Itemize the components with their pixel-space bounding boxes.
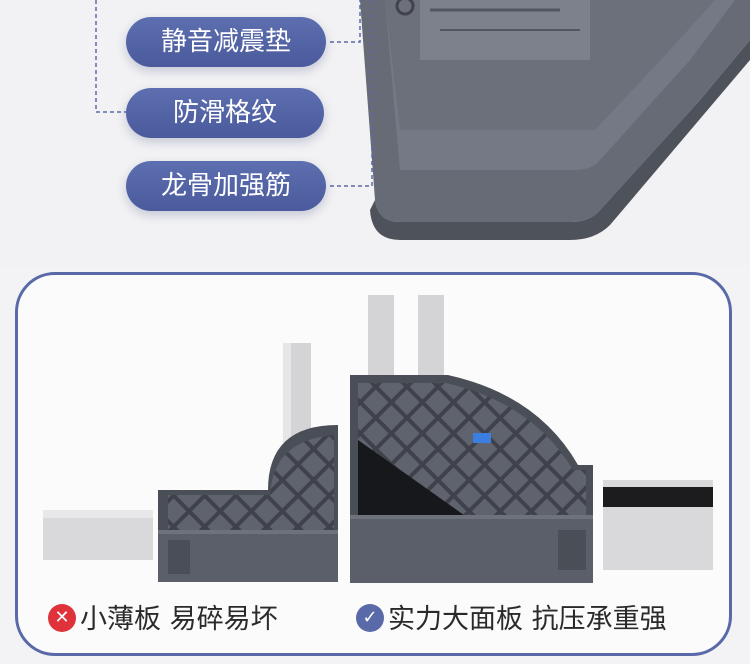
x-circle-icon: ✕	[48, 603, 76, 632]
label-shock-pad: 静音减震垫	[126, 17, 326, 67]
label-anti-slip: 防滑格纹	[126, 88, 324, 138]
product-closeup: 静音减震垫 防滑格纹 龙骨加强筋	[0, 0, 750, 268]
bad-caption-text: 小薄板 易碎易坏	[80, 604, 278, 635]
tray-illustration	[95, 0, 750, 240]
good-caption: ✓实力大面板 抗压承重强	[356, 598, 667, 642]
label-keel-rib: 龙骨加强筋	[126, 161, 326, 211]
comparison-card	[15, 272, 732, 656]
bad-caption: ✕小薄板 易碎易坏	[48, 598, 278, 642]
comparison-illustration	[43, 295, 713, 583]
good-caption-text: 实力大面板 抗压承重强	[388, 604, 667, 635]
check-circle-icon: ✓	[356, 603, 384, 632]
